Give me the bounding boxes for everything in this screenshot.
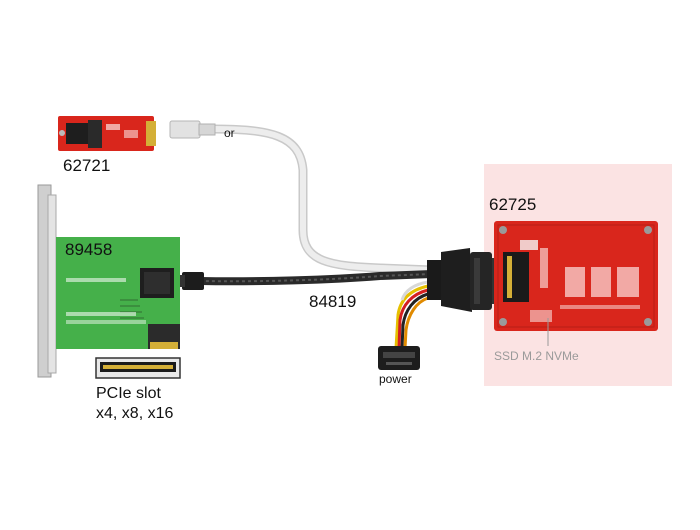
pcie-slot-line2: x4, x8, x16 xyxy=(96,405,174,422)
product-code-89458: 89458 xyxy=(65,240,113,259)
m2-adapter-board xyxy=(58,116,156,151)
u2-adapter-board xyxy=(494,221,658,346)
power-label: power xyxy=(379,372,412,386)
pcie-card xyxy=(37,184,180,378)
white-cable xyxy=(169,120,437,275)
u2-connector xyxy=(427,248,502,312)
ssd-label: SSD M.2 NVMe xyxy=(494,349,579,363)
pcie-slot-line1: PCIe slot xyxy=(96,385,161,402)
product-code-62725: 62725 xyxy=(489,195,537,214)
black-cable xyxy=(178,270,433,290)
sata-power-connector xyxy=(378,346,420,370)
pcie-slot-label: PCIe slot x4, x8, x16 xyxy=(96,384,173,424)
product-code-84819: 84819 xyxy=(309,292,357,311)
pcie-slot xyxy=(95,357,181,379)
power-wires xyxy=(394,280,429,349)
product-code-62721: 62721 xyxy=(63,156,111,175)
or-label: or xyxy=(224,126,235,140)
